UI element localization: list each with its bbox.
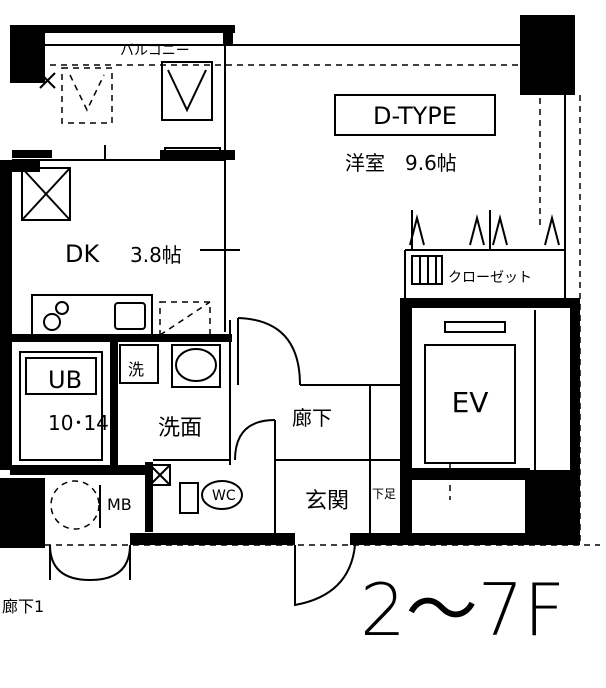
balcony-label: バルコニー xyxy=(120,43,190,59)
unit-bath-size-label: 10･14 xyxy=(48,411,109,435)
interior-lines xyxy=(12,44,600,546)
shoe-box-label: 下足 xyxy=(372,487,396,501)
closet-hangers xyxy=(409,210,560,285)
western-room-label: 洋室 xyxy=(345,151,385,175)
dk-size-label: 3.8帖 xyxy=(130,243,182,267)
corridor-label: 廊下 xyxy=(292,406,332,430)
western-room-size-label: 9.6帖 xyxy=(405,151,457,175)
elevator-label: EV xyxy=(452,386,489,419)
floors-label: 2～7F xyxy=(360,568,565,652)
closet-label: クローゼット xyxy=(448,270,532,286)
unit-bath-label: UB xyxy=(48,366,82,394)
window-symbols xyxy=(21,61,221,221)
washing-machine-label: 洗 xyxy=(128,360,144,379)
entrance-label: 玄関 xyxy=(305,489,349,514)
structural-walls xyxy=(0,15,580,548)
common-corridor-label: 廊下1 xyxy=(2,597,44,616)
type-label-box xyxy=(334,94,496,136)
dk-label: DK xyxy=(65,240,100,268)
washroom-label: 洗面 xyxy=(158,416,202,441)
type-label: D-TYPE xyxy=(373,102,457,130)
meter-box-label: MB xyxy=(107,495,132,514)
door-swings xyxy=(49,317,356,607)
toilet-label: WC xyxy=(212,488,236,504)
